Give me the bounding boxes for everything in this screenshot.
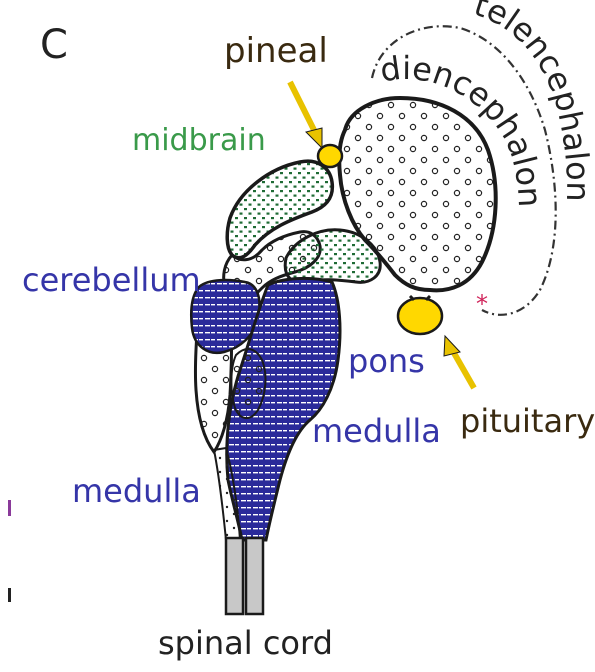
pineal-arrow bbox=[290, 82, 322, 148]
label-pituitary: pituitary bbox=[460, 402, 595, 440]
spinal-cord-left bbox=[226, 538, 243, 614]
edge-mark-dark bbox=[8, 588, 11, 602]
asterisk-marker: * bbox=[476, 290, 488, 318]
pituitary-arrow bbox=[444, 336, 474, 388]
pituitary-gland bbox=[398, 298, 442, 334]
label-pons: pons bbox=[348, 342, 425, 380]
label-midbrain: midbrain bbox=[132, 123, 266, 158]
spinal-cord-right bbox=[246, 538, 263, 614]
label-pineal: pineal bbox=[224, 31, 328, 71]
label-medulla-left: medulla bbox=[72, 472, 201, 510]
label-medulla-right: medulla bbox=[312, 412, 441, 450]
panel-letter: C bbox=[40, 22, 68, 68]
label-cerebellum: cerebellum bbox=[22, 261, 201, 299]
edge-mark-purple bbox=[8, 500, 11, 516]
label-spinal-cord: spinal cord bbox=[158, 624, 333, 662]
